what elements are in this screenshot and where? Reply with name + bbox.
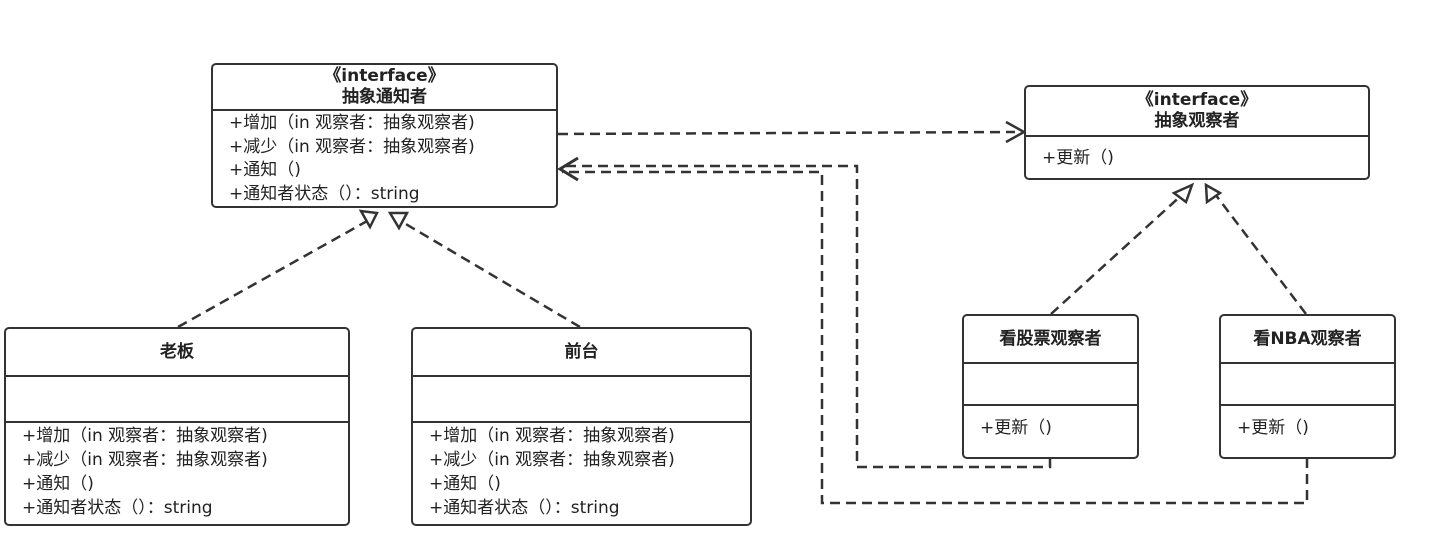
class-header: 老板 bbox=[6, 329, 348, 377]
dependency-nba-to-notifier bbox=[562, 170, 1309, 505]
operation-notify: +通知（) bbox=[429, 474, 501, 494]
operations-compartment: +更新（) bbox=[1221, 406, 1394, 457]
class-name: 抽象通知者 bbox=[342, 87, 427, 107]
realization-nba-to-observer bbox=[1214, 193, 1307, 315]
operations-compartment: +更新（) bbox=[964, 406, 1137, 457]
class-name: 前台 bbox=[564, 341, 599, 362]
class-header: 《interface》 抽象观察者 bbox=[1026, 87, 1368, 137]
operation-add: +增加（in 观察者：抽象观察者) bbox=[229, 113, 475, 133]
class-name: 看股票观察者 bbox=[999, 328, 1102, 349]
operation-remove: +减少（in 观察者：抽象观察者) bbox=[22, 450, 268, 470]
attributes-compartment bbox=[6, 377, 348, 423]
hollow-triangle-arrowhead bbox=[358, 209, 379, 230]
class-nba-observer[interactable]: 看NBA观察者 +更新（) bbox=[1219, 314, 1396, 459]
operations-compartment: +增加（in 观察者：抽象观察者) +减少（in 观察者：抽象观察者) +通知（… bbox=[213, 111, 556, 206]
operation-update: +更新（) bbox=[1237, 418, 1309, 438]
operation-state: +通知者状态（）：string bbox=[429, 498, 620, 518]
class-header: 看NBA观察者 bbox=[1221, 316, 1394, 364]
class-name: 老板 bbox=[160, 341, 194, 362]
hollow-triangle-arrowhead bbox=[1204, 182, 1223, 205]
hollow-triangle-arrowhead bbox=[387, 211, 410, 231]
attributes-compartment bbox=[413, 377, 750, 423]
operation-update: +更新（) bbox=[1042, 148, 1114, 168]
operation-add: +增加（in 观察者：抽象观察者) bbox=[429, 426, 675, 446]
class-boss[interactable]: 老板 +增加（in 观察者：抽象观察者) +减少（in 观察者：抽象观察者) +… bbox=[4, 327, 350, 526]
stereotype-label: 《interface》 bbox=[324, 66, 445, 86]
operation-state: +通知者状态（）：string bbox=[22, 498, 213, 518]
class-abstract-notifier[interactable]: 《interface》 抽象通知者 +增加（in 观察者：抽象观察者) +减少（… bbox=[211, 63, 558, 208]
operation-add: +增加（in 观察者：抽象观察者) bbox=[22, 426, 268, 446]
open-arrowhead bbox=[557, 156, 579, 182]
operation-update: +更新（) bbox=[980, 418, 1052, 438]
class-header: 看股票观察者 bbox=[964, 316, 1137, 364]
operation-remove: +减少（in 观察者：抽象观察者) bbox=[229, 136, 475, 157]
class-name: 抽象观察者 bbox=[1154, 111, 1240, 131]
class-secretary[interactable]: 前台 +增加（in 观察者：抽象观察者) +减少（in 观察者：抽象观察者) +… bbox=[411, 327, 752, 526]
dependency-notifier-to-observer bbox=[557, 130, 1016, 136]
operation-notify: +通知（) bbox=[229, 160, 301, 180]
operations-compartment: +更新（) bbox=[1026, 137, 1368, 178]
class-name: 看NBA观察者 bbox=[1253, 328, 1362, 349]
hollow-triangle-arrowhead bbox=[1171, 182, 1195, 205]
operation-remove: +减少（in 观察者：抽象观察者) bbox=[429, 450, 675, 470]
operations-compartment: +增加（in 观察者：抽象观察者) +减少（in 观察者：抽象观察者) +通知（… bbox=[413, 423, 750, 524]
attributes-compartment bbox=[1221, 364, 1394, 406]
attributes-compartment bbox=[964, 364, 1137, 406]
class-stock-observer[interactable]: 看股票观察者 +更新（) bbox=[962, 314, 1139, 459]
realization-secretary-to-notifier bbox=[398, 218, 581, 329]
operation-state: +通知者状态（）：string bbox=[229, 183, 420, 204]
realization-stock-to-observer bbox=[1050, 192, 1185, 315]
dependency-stock-to-notifier bbox=[562, 164, 1052, 469]
operation-notify: +通知（) bbox=[22, 474, 94, 494]
stereotype-label: 《interface》 bbox=[1136, 90, 1258, 110]
class-abstract-observer[interactable]: 《interface》 抽象观察者 +更新（) bbox=[1024, 85, 1370, 180]
realization-boss-to-notifier bbox=[177, 218, 370, 329]
operations-compartment: +增加（in 观察者：抽象观察者) +减少（in 观察者：抽象观察者) +通知（… bbox=[6, 423, 348, 524]
class-header: 《interface》 抽象通知者 bbox=[213, 65, 556, 111]
class-header: 前台 bbox=[413, 329, 750, 377]
